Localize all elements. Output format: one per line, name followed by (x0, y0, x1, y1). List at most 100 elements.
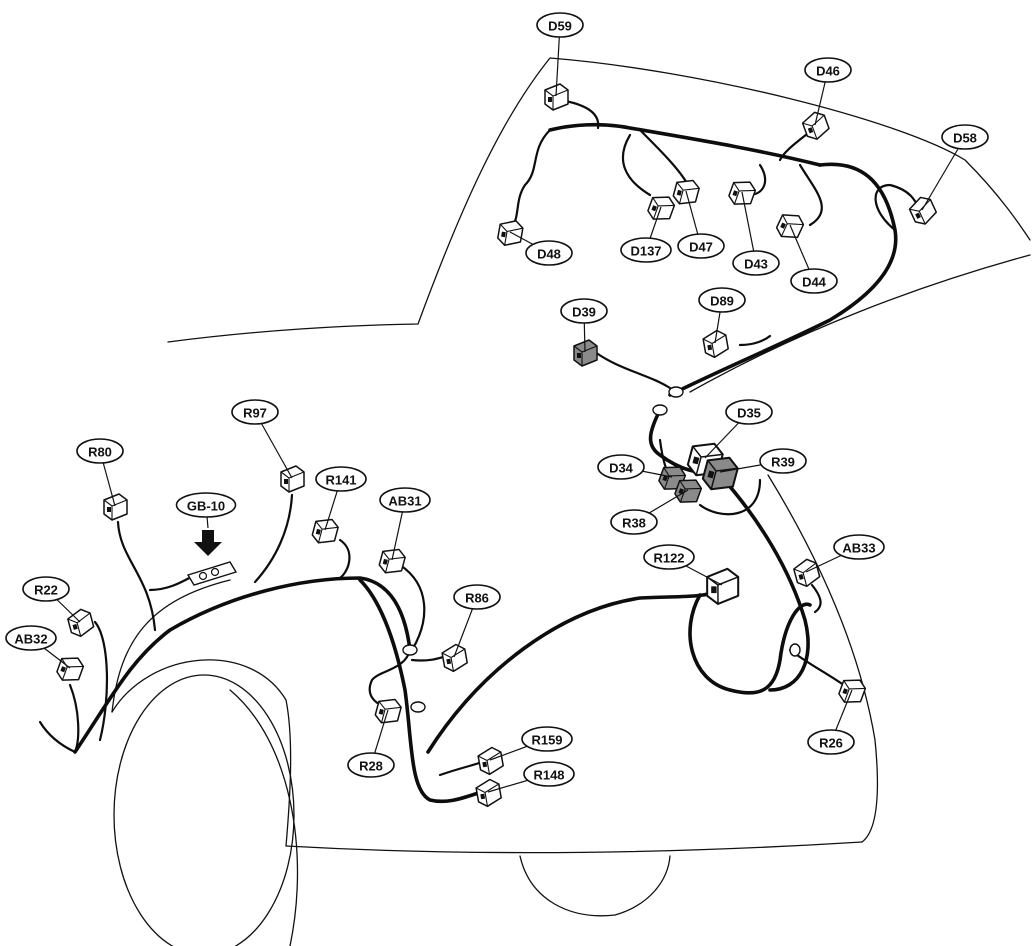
callout-d89: D89 (698, 287, 746, 313)
door-window-lower-edge (689, 254, 1031, 393)
callout-r122: R122 (643, 544, 695, 570)
connector-edge (382, 551, 406, 573)
callout-d137: D137 (620, 237, 672, 263)
callout-oval (698, 287, 746, 313)
connector-edge (61, 658, 84, 681)
connector-body (793, 558, 821, 588)
clip-grommet (410, 701, 426, 713)
front-fender-edge (111, 579, 231, 713)
connector-latch-icon (60, 666, 66, 673)
connector-body (475, 778, 502, 808)
branch-d58 (874, 183, 922, 232)
connector-edge (843, 680, 866, 703)
callout-label: AB33 (842, 541, 875, 556)
leader-lines (30, 24, 966, 793)
connector-latch-icon (676, 189, 682, 196)
connector-ab31 (378, 548, 406, 574)
connector-body (280, 465, 305, 493)
connector-d59 (544, 83, 569, 111)
callout-label: D46 (816, 64, 840, 79)
callout-oval (725, 399, 773, 425)
connector-d89 (702, 329, 729, 359)
ground-bolt-icon (198, 571, 208, 581)
callout-oval (560, 298, 608, 324)
connector-r97 (280, 465, 305, 493)
connectors-layer (56, 83, 938, 808)
door-frame-outline (167, 57, 1031, 343)
callout-r38: R38 (610, 509, 658, 535)
callout-ab33: AB33 (833, 534, 885, 560)
callout-d34: D34 (597, 454, 645, 480)
callout-oval (807, 729, 855, 755)
connector-latch-icon (284, 479, 288, 484)
callout-label: R39 (771, 455, 795, 470)
callout-oval (759, 448, 807, 474)
callout-r97: R97 (231, 399, 279, 425)
callout-d39: D39 (560, 298, 608, 324)
callout-oval (620, 237, 672, 263)
connector-body (477, 746, 504, 776)
connector-r80 (103, 493, 128, 521)
branch-d39 (593, 350, 672, 390)
connector-latch-icon (732, 190, 738, 197)
callout-d47: D47 (677, 233, 725, 259)
callout-r39: R39 (759, 448, 807, 474)
callout-label: D47 (689, 240, 713, 255)
callout-oval (525, 240, 573, 266)
connector-body (311, 518, 339, 544)
callout-ab32: AB32 (5, 625, 57, 651)
callout-label: AB32 (14, 632, 47, 647)
connector-latch-icon (662, 475, 668, 482)
front-wheel-arch (111, 659, 292, 847)
connector-r159 (477, 746, 504, 776)
callout-oval (677, 233, 725, 259)
connector-body (378, 548, 406, 574)
connector-edge (315, 521, 339, 543)
callout-label: D35 (737, 406, 761, 421)
branch-r97 (253, 493, 294, 584)
clip-grommet (668, 386, 684, 398)
connector-edge (441, 648, 466, 672)
connector-r148 (475, 778, 502, 808)
connector-ab32 (56, 657, 85, 681)
connector-r39 (701, 456, 739, 491)
callout-label: R26 (819, 736, 843, 751)
connector-d46 (801, 111, 830, 140)
callout-label: D39 (572, 305, 596, 320)
branch-ab32 (68, 683, 80, 754)
callout-d35: D35 (725, 399, 773, 425)
connector-latch-icon (482, 761, 488, 768)
connector-body (497, 220, 524, 247)
connector-edge (280, 471, 305, 492)
connector-edge (793, 562, 817, 587)
callout-label: D48 (537, 247, 561, 262)
connector-latch-icon (780, 222, 786, 229)
callout-label: D137 (630, 244, 661, 259)
connector-edge (378, 701, 402, 723)
branch-d44 (798, 163, 823, 227)
callout-oval (643, 544, 695, 570)
ground-arrow-icon (194, 530, 222, 556)
door-harness-upper (548, 122, 822, 167)
connector-body (56, 657, 85, 681)
connector-body (702, 329, 729, 359)
connector-edge (103, 499, 128, 520)
branch-r38-loop (698, 478, 762, 516)
callout-oval (523, 761, 575, 787)
connector-body (544, 83, 569, 111)
connector-body (103, 493, 128, 521)
connector-edge (499, 223, 523, 246)
callout-oval (175, 492, 237, 518)
rocker-harness (358, 578, 490, 804)
connector-d39 (573, 339, 598, 367)
connector-edge (692, 445, 723, 476)
callout-label: GB-10 (187, 499, 225, 514)
connector-latch-icon (807, 127, 814, 134)
connector-r122 (706, 567, 740, 605)
front-wheel (113, 674, 299, 946)
callout-oval (453, 584, 501, 610)
branch-ab31 (398, 563, 426, 652)
